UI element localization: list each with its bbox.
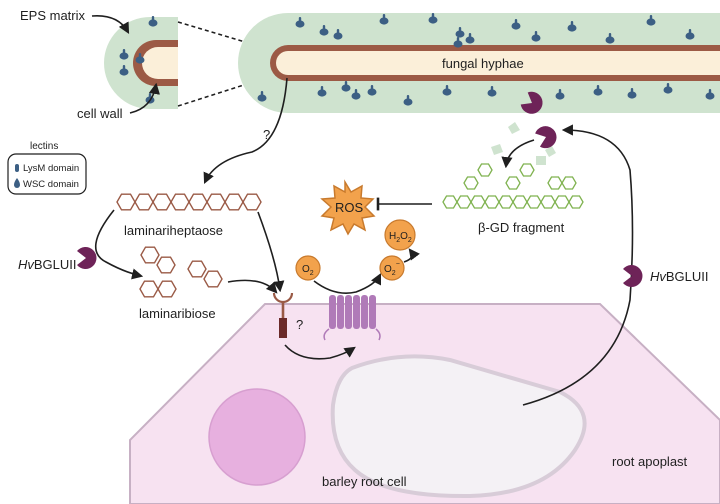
vacuole [330, 354, 587, 499]
enzyme-bgluii-hypha-2 [533, 123, 560, 151]
wsc-icon [14, 178, 20, 188]
ros-burst [320, 179, 376, 236]
enzyme-bgluii-right [623, 265, 643, 287]
h2o2 [384, 219, 416, 251]
label-root-apoplast: root apoplast [612, 454, 688, 469]
beta-gd-fragment [442, 163, 584, 209]
fungal-hypha [238, 13, 720, 113]
lysm-icon [15, 164, 19, 172]
o2-left [295, 255, 321, 281]
label-ros: ROS [335, 200, 364, 215]
label-bgd-fragment: β-GD fragment [478, 220, 565, 235]
inset-hypha [104, 16, 178, 109]
membrane-oxidase [323, 295, 381, 341]
barley-root-cell [129, 303, 720, 504]
enzyme-bgluii-left [77, 247, 97, 269]
o2-superoxide [379, 255, 405, 281]
svg-text:O2−: O2− [384, 261, 400, 277]
receptor [272, 292, 294, 338]
laminaribiose-molecules [139, 246, 223, 298]
svg-text:O2: O2 [302, 264, 314, 277]
legend-wsc: WSC domain [23, 179, 79, 190]
legend-title: lectins [30, 141, 58, 152]
nucleus [208, 388, 306, 486]
label-laminaribiose: laminaribiose [139, 306, 216, 321]
released-fragments [491, 122, 556, 165]
label-barley-root-cell: barley root cell [322, 474, 407, 489]
label-cell-wall: cell wall [77, 106, 123, 121]
label-bgluii-left: HvBGLUII [18, 257, 77, 272]
label-fungal-hyphae: fungal hyphae [442, 56, 524, 71]
question-mark-receptor: ? [296, 317, 303, 332]
laminariheptaose-chain [116, 193, 262, 211]
lectins-legend: lectins LysM domain WSC domain [7, 141, 87, 195]
label-bgluii-right: HvBGLUII [650, 269, 709, 284]
question-mark-top: ? [263, 127, 270, 142]
legend-lysm: LysM domain [23, 163, 79, 174]
svg-text:H2O2: H2O2 [389, 231, 412, 244]
label-eps-matrix: EPS matrix [20, 8, 86, 23]
label-laminariheptaose: laminariheptaose [124, 223, 223, 238]
